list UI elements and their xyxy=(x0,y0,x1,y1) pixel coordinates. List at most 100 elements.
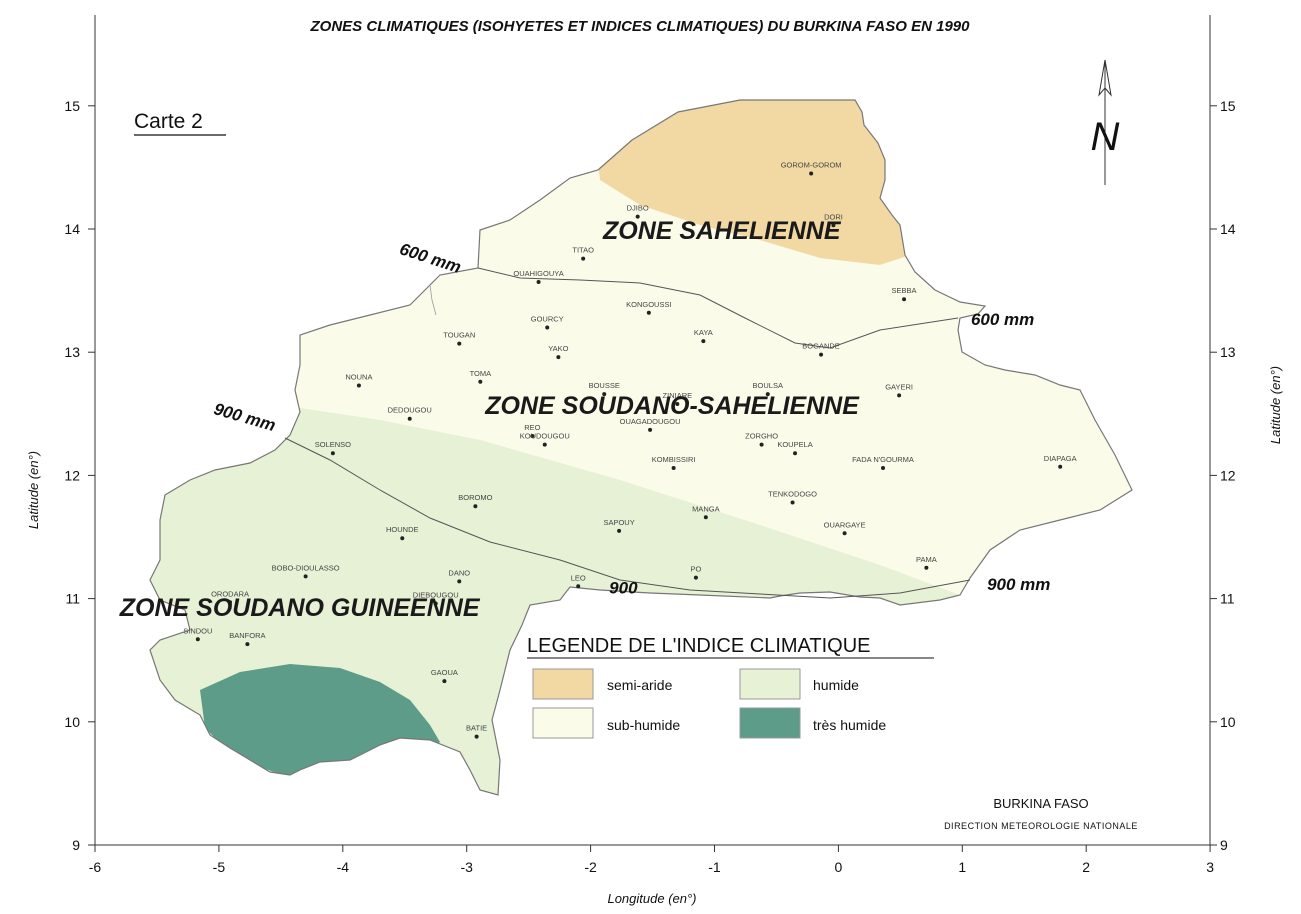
credit-country: BURKINA FASO xyxy=(993,796,1088,811)
y-tick-label-left: 15 xyxy=(64,98,80,114)
city-dot xyxy=(819,352,824,357)
zone-labels: ZONE SAHELIENNE ZONE SOUDANO-SAHELIENNE ZO… xyxy=(119,217,860,622)
city-dot xyxy=(556,355,561,360)
city-dot xyxy=(646,310,651,315)
map-title: ZONES CLIMATIQUES (ISOHYETES ET INDICES … xyxy=(310,18,971,35)
city-dot xyxy=(765,392,770,397)
city-label: TOMA xyxy=(470,369,492,378)
city-label: TENKODOGO xyxy=(768,490,817,499)
city-dot xyxy=(902,297,907,302)
isohyet-label: 900 mm xyxy=(212,399,278,435)
city-dot xyxy=(530,433,535,438)
city-dot xyxy=(303,574,308,579)
city-label: HOUNDE xyxy=(386,525,419,534)
city-dot xyxy=(195,637,200,642)
y-tick-label-right: 11 xyxy=(1220,591,1235,607)
city-dot xyxy=(330,451,335,456)
isohyet-label: 900 xyxy=(609,579,638,598)
legend-swatch-tres-humide xyxy=(739,707,801,739)
city-markers: GOROM-GOROMDJIBODORITITAOOUAHIGOUYASEBBA… xyxy=(183,161,1077,739)
city-dot xyxy=(356,383,361,388)
city-label: TITAO xyxy=(572,246,594,255)
city-dot xyxy=(1058,464,1063,469)
city-dot xyxy=(693,575,698,580)
city-label: GAYERI xyxy=(885,382,913,391)
isohyet-label: 600 mm xyxy=(971,310,1034,329)
city-label: TOUGAN xyxy=(443,331,475,340)
zone-label: ZONE SAHELIENNE xyxy=(602,217,842,245)
legend-swatch-sub-humide xyxy=(532,707,594,739)
city-dot xyxy=(407,416,412,421)
north-arrow: N xyxy=(1091,59,1120,185)
city-label: YAKO xyxy=(548,344,568,353)
city-dot xyxy=(245,642,250,647)
zone-label: ZONE SOUDANO GUINEENNE xyxy=(119,594,481,622)
legend-swatch-humide xyxy=(739,668,801,700)
city-label: NOUNA xyxy=(345,372,372,381)
legend-label-humide: humide xyxy=(813,677,859,693)
city-dot xyxy=(536,279,541,284)
zone-label: ZONE SOUDANO-SAHELIENNE xyxy=(484,392,860,420)
city-label: ORODARA xyxy=(211,589,249,598)
city-dot xyxy=(545,325,550,330)
city-label: KOUDOUGOU xyxy=(520,432,570,441)
city-label: REO xyxy=(524,423,540,432)
city-label: ZINIARE xyxy=(663,391,693,400)
city-dot xyxy=(228,600,233,605)
y-tick-label-left: 13 xyxy=(64,344,80,360)
city-label: DORI xyxy=(824,212,843,221)
x-tick-label: 0 xyxy=(835,859,843,875)
country-map xyxy=(149,99,1133,796)
city-dot xyxy=(635,214,640,219)
isohyet-600-line xyxy=(477,267,959,349)
x-tick-label: -4 xyxy=(337,859,350,875)
city-label: BOULSA xyxy=(753,381,783,390)
city-dot xyxy=(703,515,708,520)
city-dot xyxy=(675,401,680,406)
y-tick-label-left: 14 xyxy=(64,221,80,237)
city-label: BANFORA xyxy=(229,631,265,640)
city-label: BOUSSE xyxy=(589,381,620,390)
isohyet-label: 600 mm xyxy=(397,239,463,277)
city-dot xyxy=(648,427,653,432)
city-dot xyxy=(671,466,676,471)
y-tick-label-left: 12 xyxy=(64,467,80,483)
city-label: KOUPELA xyxy=(777,440,812,449)
city-label: MANGA xyxy=(692,504,720,513)
y-tick-label-right: 9 xyxy=(1220,837,1228,853)
y-tick-label-right: 15 xyxy=(1220,98,1236,114)
city-label: PAMA xyxy=(916,555,937,564)
y-tick-label-right: 10 xyxy=(1220,714,1236,730)
isohyet-label: 900 mm xyxy=(987,575,1050,594)
city-label: KONGOUSSI xyxy=(626,300,671,309)
city-label: OUAHIGOUYA xyxy=(513,269,563,278)
y-tick-label-left: 11 xyxy=(65,591,80,607)
y-tick-label-left: 9 xyxy=(72,837,80,853)
north-letter: N xyxy=(1091,115,1120,159)
chart-frame xyxy=(93,15,1212,846)
map-label: Carte 2 xyxy=(134,110,226,136)
credit-agency: DIRECTION METEOROLOGIE NATIONALE xyxy=(944,821,1138,831)
city-label: FADA N'GOURMA xyxy=(852,455,914,464)
city-label: DEDOUGOU xyxy=(388,406,432,415)
y-axis-label-right: Latitude (en°) xyxy=(1268,366,1283,444)
x-tick-label: 2 xyxy=(1082,859,1090,875)
city-dot xyxy=(809,171,814,176)
city-dot xyxy=(474,734,479,739)
city-label: DIEBOUGOU xyxy=(413,591,459,600)
city-label: BOROMO xyxy=(458,493,492,502)
inner-border-line xyxy=(429,284,437,316)
x-axis-label: Longitude (en°) xyxy=(607,891,696,906)
y-tick-label-right: 12 xyxy=(1220,467,1236,483)
city-label: SOLENSO xyxy=(315,440,351,449)
legend-title: LEGENDE DE L'INDICE CLIMATIQUE xyxy=(527,635,871,657)
city-dot xyxy=(442,679,447,684)
legend-label-sub-humide: sub-humide xyxy=(607,717,680,733)
city-dot xyxy=(457,579,462,584)
city-dot xyxy=(842,531,847,536)
city-dot xyxy=(759,442,764,447)
city-label: DANO xyxy=(448,568,470,577)
